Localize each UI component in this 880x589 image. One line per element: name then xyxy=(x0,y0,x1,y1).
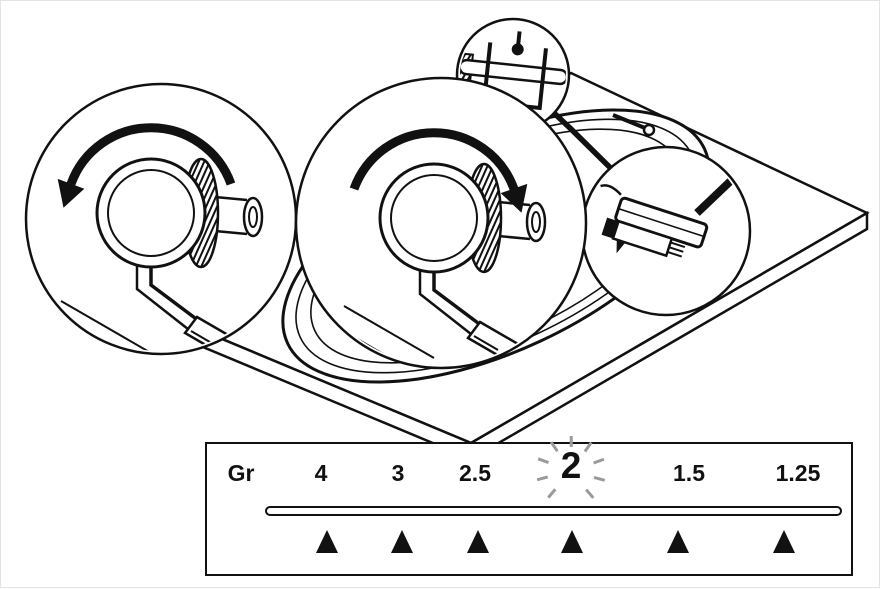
scale-value: 2.5 xyxy=(459,460,491,486)
scale-marker-triangle-icon xyxy=(391,530,413,553)
tracking-force-scale-panel: Gr 4 3 2.5 2 1.5 1.25 xyxy=(205,436,853,576)
scale-value: 3 xyxy=(391,460,405,486)
counterweight-inset-cw xyxy=(294,76,588,370)
scale-marker-triangle-icon xyxy=(561,530,583,553)
scale-marker-triangle-icon xyxy=(467,530,489,553)
scale-value: 1.5 xyxy=(673,460,705,486)
scale-value-text: 2 xyxy=(560,445,582,486)
scale-marker-triangle-icon xyxy=(667,530,689,553)
scale-marker-triangle-icon xyxy=(773,530,795,553)
scale-marker-triangle-icon xyxy=(316,530,338,553)
scale-slider-bar xyxy=(265,506,842,516)
scale-value-highlighted: 2 xyxy=(537,436,606,499)
rotate-cw-arrow-icon xyxy=(349,128,528,213)
rotate-ccw-arrow-icon xyxy=(57,123,236,208)
scale-unit-label: Gr xyxy=(227,460,255,486)
scale-value: 4 xyxy=(314,460,328,486)
cartridge-inset xyxy=(580,145,752,317)
scale-value: 1.25 xyxy=(775,460,821,486)
